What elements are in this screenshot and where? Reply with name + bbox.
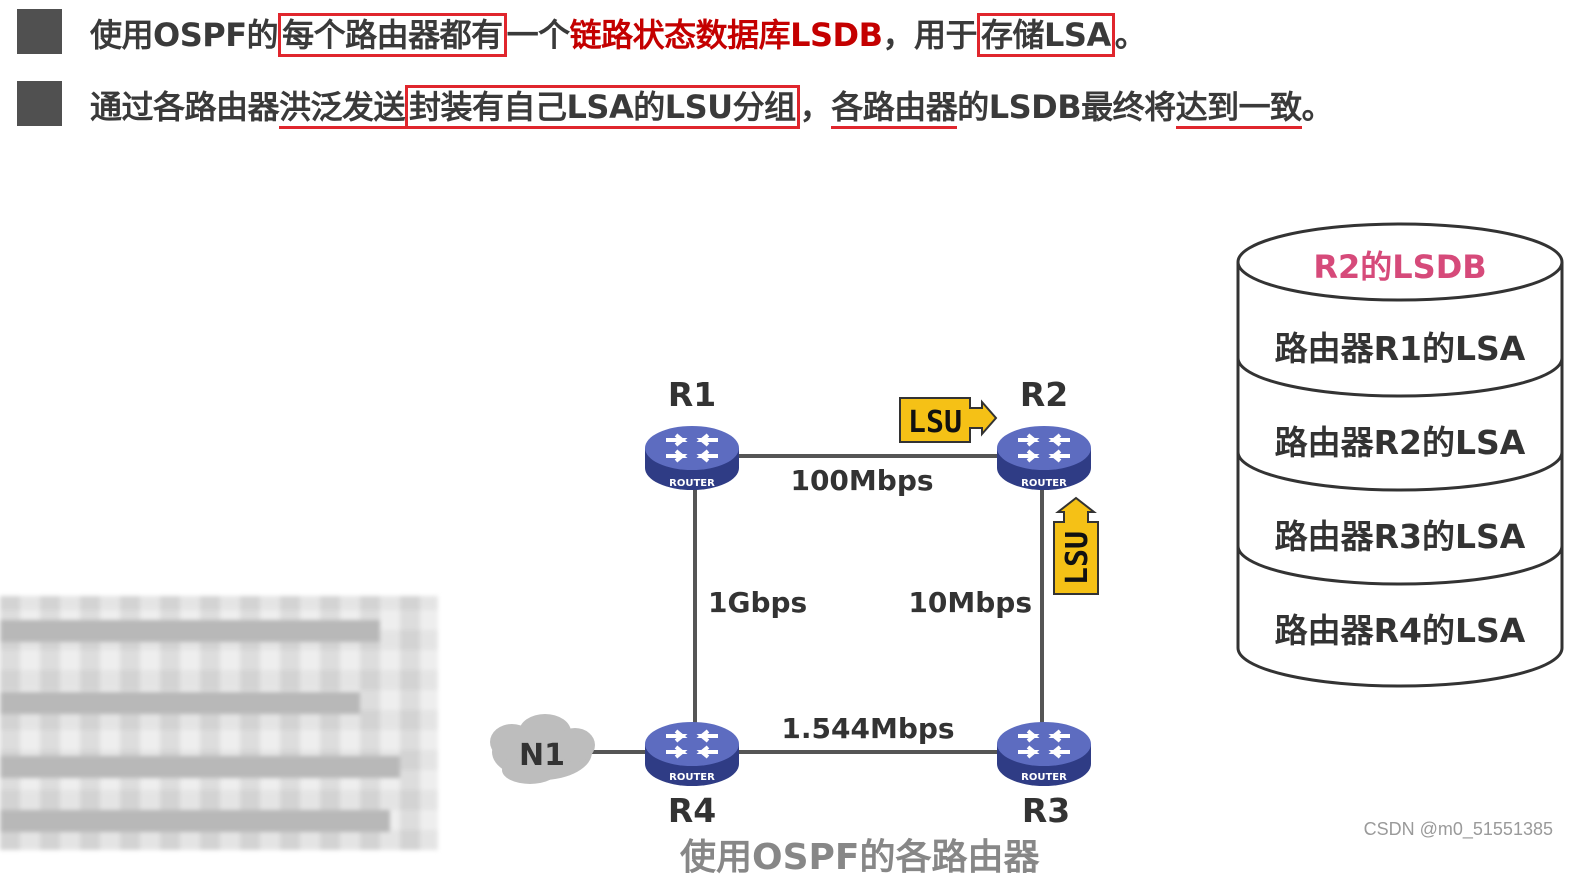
underlined-text: 达到一致 <box>1175 88 1302 129</box>
lsdb-entry: 路由器R3的LSA <box>1275 517 1526 556</box>
bullet-2-text: 通过各路由器洪泛发送封装有自己LSA的LSU分组，各路由器的LSDB最终将达到一… <box>90 82 1334 129</box>
router-tag: ROUTER <box>1021 478 1067 489</box>
text-segment: ， <box>799 88 832 126</box>
bullet-1-text: 使用OSPF的每个路由器都有一个链路状态数据库LSDB，用于存储LSA。 <box>90 10 1147 57</box>
text-segment: ，用于 <box>882 16 978 54</box>
bullet-square-icon <box>17 9 62 54</box>
lsdb-term: 链路状态数据库LSDB <box>569 16 883 54</box>
text-segment: 通过各路由器 <box>90 88 280 126</box>
router-label-r3: R3 <box>1022 791 1070 830</box>
bullet-1: 使用OSPF的每个路由器都有一个链路状态数据库LSDB，用于存储LSA。 <box>0 4 1577 64</box>
lsu-packet-vertical: LSU <box>1053 496 1099 595</box>
text-segment: 。 <box>1114 16 1147 54</box>
lsdb-database-icon <box>1236 222 1564 688</box>
lsdb-entry: 路由器R4的LSA <box>1275 611 1526 650</box>
highlight-box: 封装有自己LSA的LSU分组 <box>405 85 800 129</box>
text-segment: 使用OSPF的 <box>90 16 279 54</box>
text-segment: 的LSDB最终将 <box>957 88 1176 126</box>
link-label-r2-r3: 10Mbps <box>908 586 1032 619</box>
highlight-box: 存储LSA <box>977 13 1115 57</box>
router-tag: ROUTER <box>669 772 715 783</box>
lsu-packet-horizontal: LSU <box>899 397 998 443</box>
cloud-label: N1 <box>519 738 565 773</box>
lsu-label: LSU <box>908 405 962 440</box>
router-label-r1: R1 <box>668 375 716 414</box>
link-label-r1-r2: 100Mbps <box>790 464 933 497</box>
link-label-r1-r4: 1Gbps <box>708 586 807 619</box>
ospf-diagram: 100Mbps 1Gbps 10Mbps 1.544Mbps ROUTER RO… <box>490 222 1564 830</box>
lsdb-title: R2的LSDB <box>1313 248 1486 286</box>
text-segment: 一个 <box>506 16 571 54</box>
lsdb-entry: 路由器R2的LSA <box>1275 423 1526 462</box>
router-tag: ROUTER <box>1021 772 1067 783</box>
link-label-r4-r3: 1.544Mbps <box>781 712 954 745</box>
router-label-r2: R2 <box>1020 375 1068 414</box>
underlined-text: 洪泛发送 <box>279 88 406 129</box>
lsu-label: LSU <box>1060 531 1095 585</box>
video-subtitle: 使用OSPF的各路由器 <box>680 837 1040 878</box>
highlight-box: 每个路由器都有 <box>278 13 507 57</box>
router-tag: ROUTER <box>669 478 715 489</box>
lsdb-entry: 路由器R1的LSA <box>1275 329 1526 368</box>
router-label-r4: R4 <box>668 791 716 830</box>
pixelated-overlay <box>0 596 438 850</box>
watermark: CSDN @m0_51551385 <box>1363 819 1553 839</box>
underlined-text: 各路由器 <box>831 88 958 129</box>
cloud-n1-icon <box>490 714 595 784</box>
bullet-square-icon <box>17 81 62 126</box>
bullet-2: 通过各路由器洪泛发送封装有自己LSA的LSU分组，各路由器的LSDB最终将达到一… <box>0 78 1577 138</box>
text-segment: 。 <box>1301 88 1334 126</box>
